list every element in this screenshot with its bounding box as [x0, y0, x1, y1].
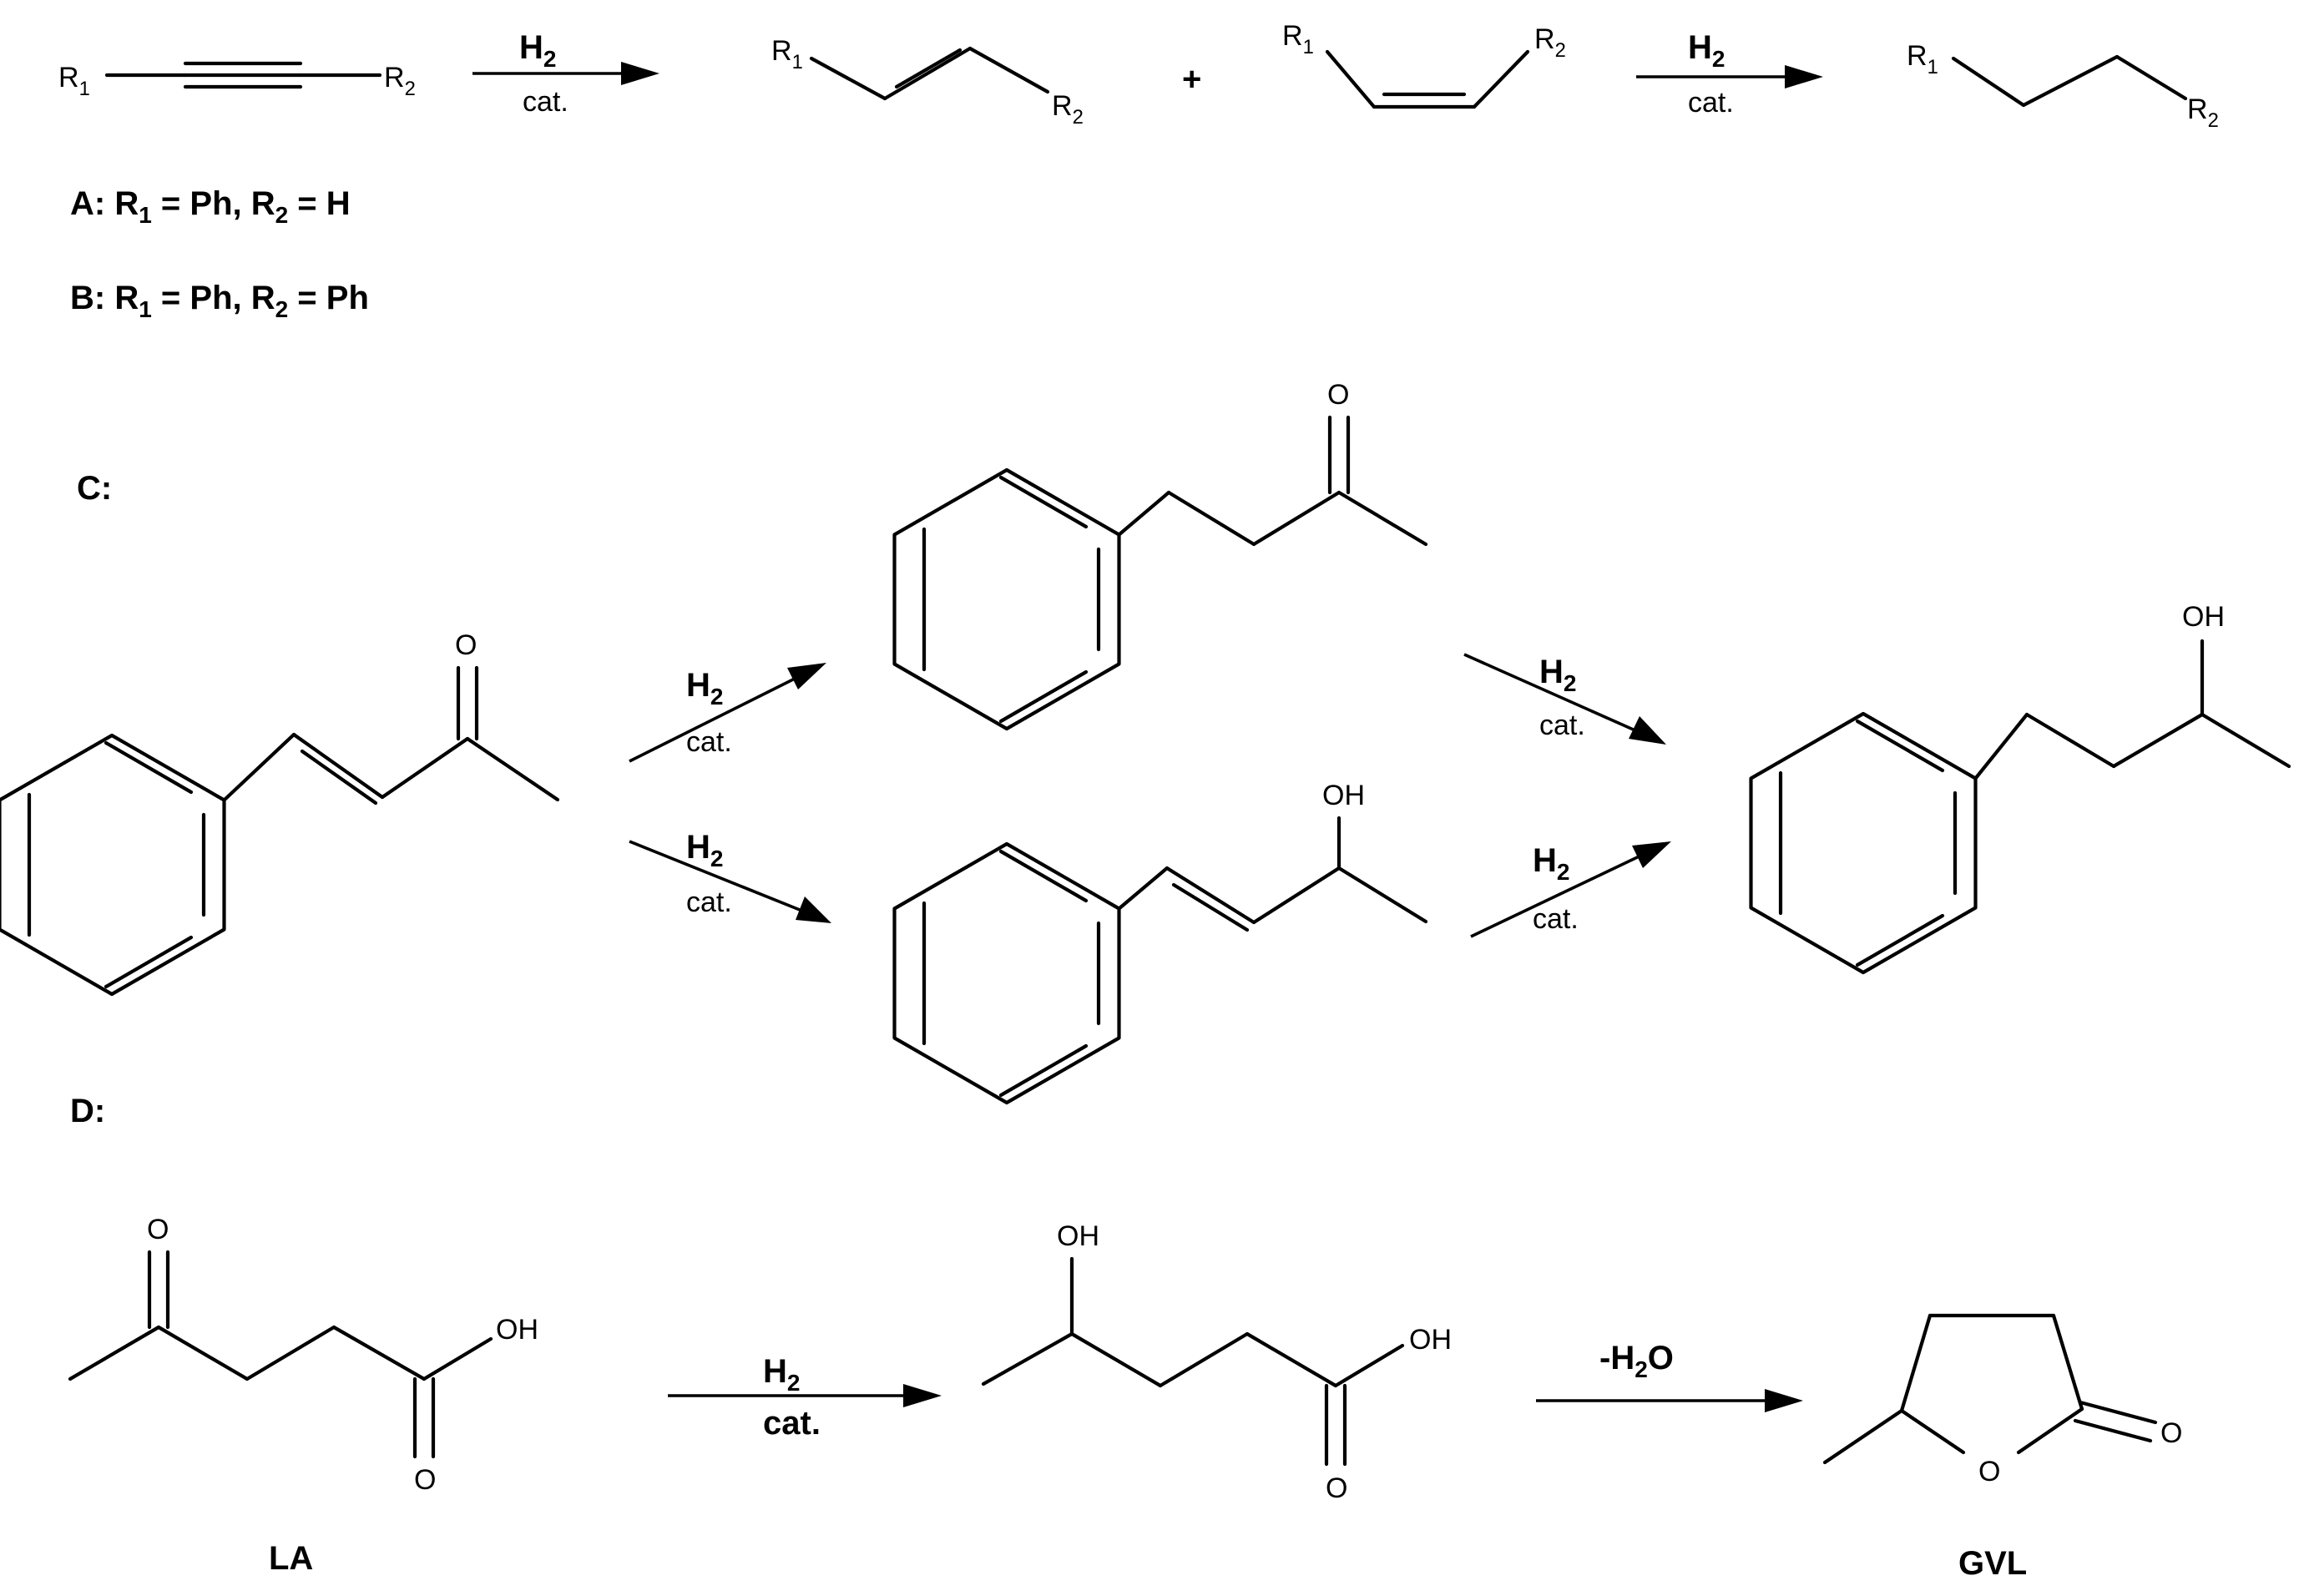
r2-label: R2 — [1534, 23, 1566, 62]
reagent-h2: H2 — [686, 829, 723, 871]
reagent-catalyst: cat. — [1539, 710, 1585, 741]
definition-b: B: R1 = Ph, R2 = Ph — [70, 280, 369, 322]
reagent-catalyst: cat. — [1533, 903, 1579, 935]
reagent-h2: H2 — [1533, 842, 1569, 885]
r1-label: R1 — [771, 35, 803, 73]
hydroxyl-group: OH — [1322, 780, 1365, 811]
alkane: R1 R2 — [1907, 40, 2219, 132]
r2-label: R2 — [2187, 93, 2219, 132]
r1-label: R1 — [1282, 20, 1314, 58]
r1-label: R1 — [58, 62, 90, 100]
reagent-catalyst: cat. — [523, 86, 568, 118]
allylic-alcohol: OH — [895, 780, 1428, 1103]
hydroxyl-group: OH — [2182, 601, 2225, 633]
compound-name-gvl: GVL — [1958, 1545, 2027, 1582]
compound-name-la: LA — [269, 1540, 313, 1577]
section-label-c: C: — [77, 470, 112, 507]
saturated-alcohol: OH — [1751, 601, 2291, 972]
definition-a: A: R1 = Ph, R2 = H — [70, 185, 351, 228]
benzalacetone: O — [0, 629, 560, 994]
ketone-oxygen: O — [147, 1214, 169, 1245]
hydroxyl-group: OH — [1057, 1220, 1099, 1252]
reagent-catalyst: cat. — [763, 1405, 821, 1442]
arrow-allylic-to-alcohol: H2 cat. — [1470, 841, 1671, 938]
cis-alkene: R1 R2 — [1282, 20, 1566, 109]
reaction-arrow-1: H2 cat. — [472, 29, 659, 118]
reagent-h2: H2 — [519, 29, 556, 72]
arrow-ketone-to-alcohol: H2 cat. — [1463, 653, 1666, 745]
r2-label: R2 — [384, 62, 416, 100]
levulinic-acid: O OH O LA — [68, 1214, 538, 1577]
carbonyl-oxygen: O — [455, 629, 477, 661]
reaction-arrow-la: H2 cat. — [668, 1353, 942, 1442]
reagent-water-loss: -H2O — [1599, 1340, 1674, 1382]
acid-hydroxyl: OH — [1409, 1324, 1452, 1356]
trans-alkene: R1 R2 — [771, 35, 1084, 129]
plus-sign: + — [1182, 61, 1201, 98]
reagent-h2: H2 — [1688, 29, 1725, 72]
reagent-h2: H2 — [686, 667, 723, 710]
alkyne: R1 R2 — [58, 61, 416, 100]
arrow-to-ketone: H2 cat. — [629, 663, 826, 763]
reagent-h2: H2 — [1539, 654, 1576, 696]
gamma-valerolactone: O O GVL — [1822, 1313, 2182, 1582]
acid-hydroxyl: OH — [496, 1314, 538, 1346]
hydroxy-acid: OH OH O — [981, 1220, 1452, 1504]
reagent-catalyst: cat. — [686, 726, 732, 758]
acid-carbonyl-oxygen: O — [414, 1464, 436, 1496]
ring-oxygen: O — [1978, 1456, 2000, 1487]
reaction-arrow-lactonization: -H2O — [1536, 1340, 1803, 1412]
carbonyl-oxygen: O — [1327, 379, 1349, 411]
reagent-catalyst: cat. — [686, 886, 732, 918]
reaction-arrow-2: H2 cat. — [1636, 29, 1823, 119]
acid-carbonyl-oxygen: O — [1326, 1472, 1347, 1504]
r2-label: R2 — [1052, 90, 1084, 129]
reagent-catalyst: cat. — [1688, 87, 1734, 119]
arrow-to-allylic-alcohol: H2 cat. — [629, 829, 831, 923]
section-label-d: D: — [70, 1093, 105, 1129]
saturated-ketone: O — [895, 379, 1428, 729]
carbonyl-oxygen: O — [2160, 1417, 2182, 1449]
r1-label: R1 — [1907, 40, 1938, 78]
reagent-h2: H2 — [763, 1353, 800, 1396]
